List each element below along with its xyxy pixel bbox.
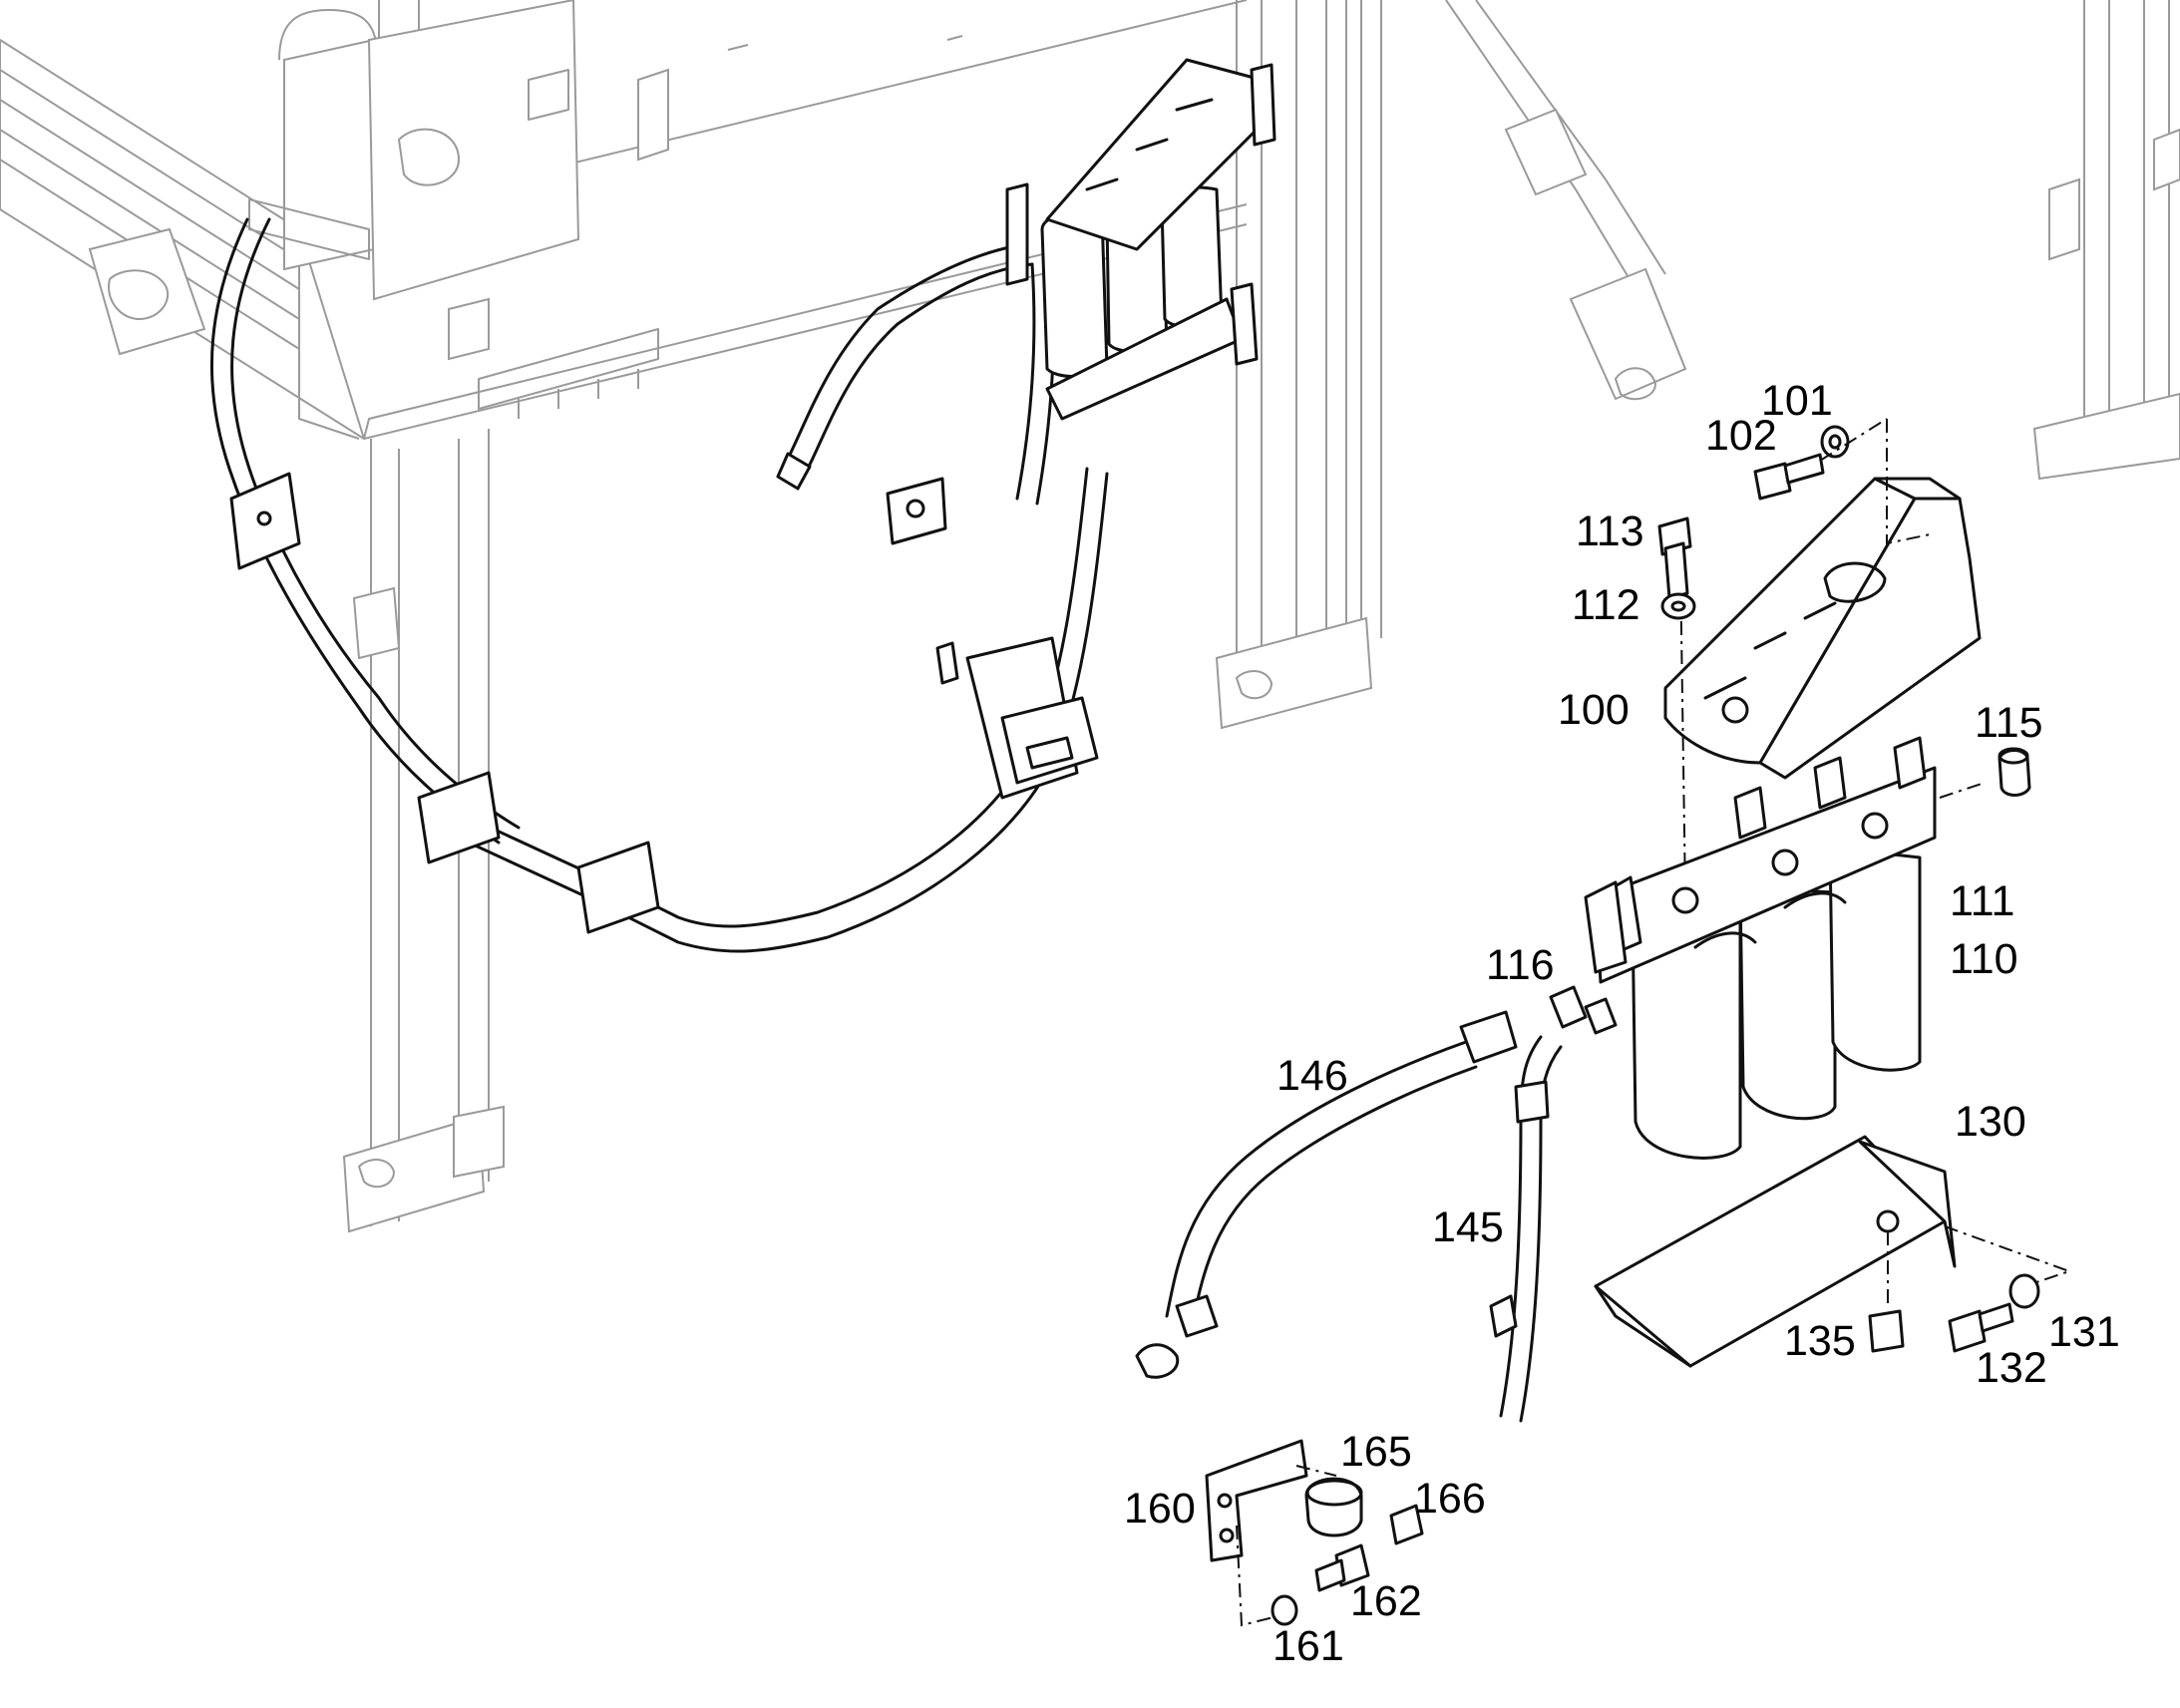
callout-135: 135 — [1784, 1317, 1856, 1365]
callout-162: 162 — [1350, 1577, 1422, 1625]
part-102-bolt — [1753, 453, 1825, 501]
callout-115: 115 — [1975, 699, 2043, 747]
part-135-plug — [1868, 1309, 1905, 1353]
part-131-washer — [2008, 1273, 2040, 1309]
callout-111: 111 — [1950, 877, 2014, 925]
axis-line-131 — [1887, 1225, 2073, 1306]
callout-116: 116 — [1486, 941, 1555, 989]
callout-100: 100 — [1558, 686, 1630, 734]
part-166-screw — [1389, 1504, 1424, 1545]
installed-hose-route — [209, 217, 1109, 953]
callout-131: 131 — [2048, 1308, 2120, 1356]
part-165-grommet — [1304, 1477, 1363, 1537]
part-162-bolt — [1314, 1543, 1370, 1592]
callout-110: 110 — [1950, 935, 2018, 983]
axis-line-113 — [1679, 562, 1686, 898]
callout-145: 145 — [1432, 1203, 1504, 1251]
part-100-bracket — [1663, 477, 1982, 780]
callout-146: 146 — [1276, 1052, 1348, 1100]
mounted-filter-assembly — [1005, 58, 1276, 421]
part-110-111-triple-filter — [1584, 736, 1937, 1160]
axis-line-101 — [1886, 419, 1936, 545]
callout-113: 113 — [1576, 508, 1644, 555]
callout-130: 130 — [1955, 1098, 2026, 1146]
part-160-bracket — [1205, 1439, 1308, 1562]
part-113-bolt — [1657, 516, 1692, 600]
callout-165: 165 — [1340, 1428, 1412, 1476]
part-112-washer — [1660, 592, 1696, 620]
part-115-plug — [1998, 747, 2031, 797]
callout-101: 101 — [1761, 377, 1833, 425]
callout-160: 160 — [1124, 1485, 1196, 1533]
axis-line-160 — [1236, 1465, 1337, 1627]
callout-labels: 100 101 102 110 111 112 113 115 116 130 … — [1124, 377, 2120, 1670]
part-146-hose — [1135, 1010, 1518, 1379]
callout-102: 102 — [1705, 412, 1777, 460]
axis-line-115 — [1939, 782, 1986, 799]
part-132-bolt — [1948, 1302, 2014, 1353]
part-101-washer — [1820, 425, 1850, 459]
axis-line-102 — [1819, 418, 1888, 462]
part-130-drip-tray — [1594, 1135, 1957, 1368]
callout-161: 161 — [1272, 1622, 1344, 1670]
callout-166: 166 — [1414, 1475, 1486, 1523]
part-145-hose — [1489, 1035, 1563, 1423]
callout-112: 112 — [1572, 581, 1640, 629]
callout-132: 132 — [1976, 1344, 2047, 1392]
part-116-fittings — [1549, 985, 1618, 1035]
part-161-washer — [1271, 1594, 1298, 1626]
background-frame-structure — [0, 0, 2180, 1233]
